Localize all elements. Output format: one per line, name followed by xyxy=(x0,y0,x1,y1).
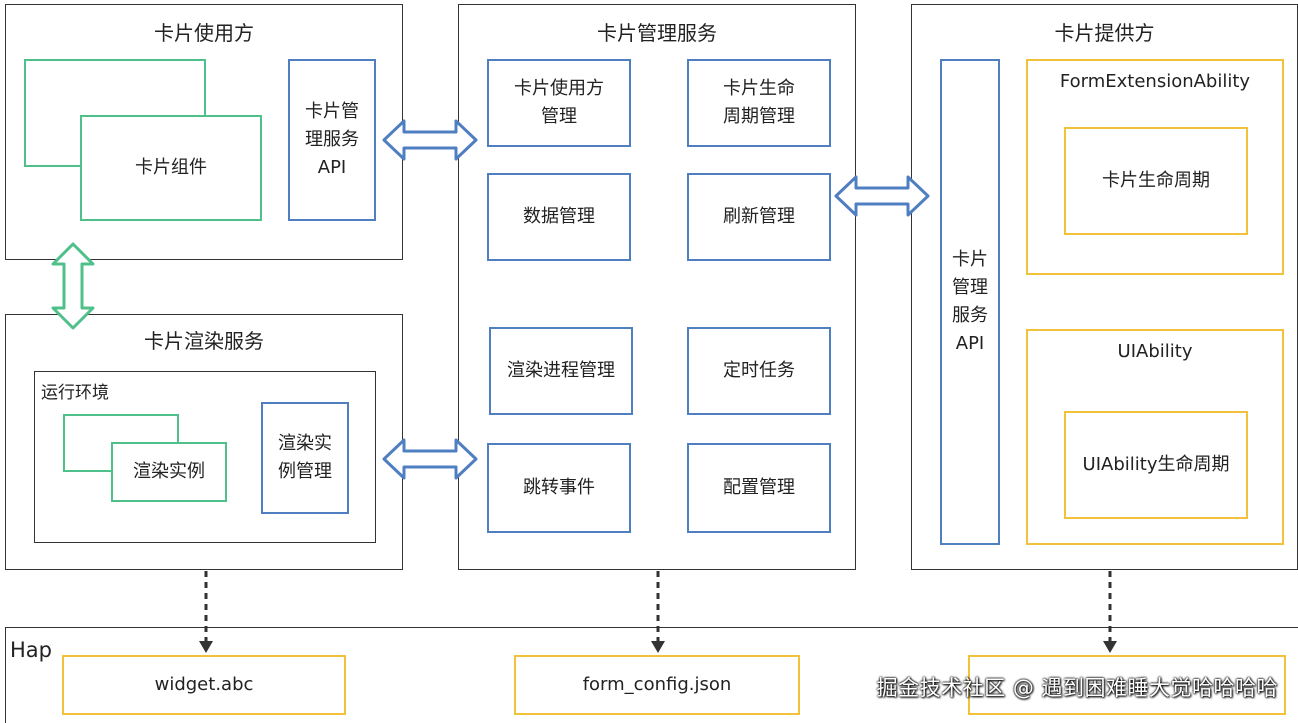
provider-file-box xyxy=(968,655,1286,715)
consumer-panel: 卡片使用方 卡片组件 卡片管 理服务 API xyxy=(5,4,403,260)
provider-api-box: 卡片 管理 服务 API xyxy=(940,59,1000,545)
dashed-arrow-icon xyxy=(1103,571,1117,653)
render-service-panel: 卡片渲染服务 运行环境 渲染实例 渲染实 例管理 xyxy=(5,314,403,570)
dashed-arrow-icon xyxy=(651,571,665,653)
refresh-mgmt-box: 刷新管理 xyxy=(687,173,831,261)
consumer-api-box: 卡片管 理服务 API xyxy=(288,59,376,221)
form-lifecycle-box: 卡片生命周期 xyxy=(1064,127,1248,235)
manager-title: 卡片管理服务 xyxy=(597,21,717,45)
double-arrow-icon xyxy=(382,438,478,480)
render-instance: 渲染实例 xyxy=(111,442,227,502)
dashed-arrow-icon xyxy=(199,571,213,653)
runtime-env-box: 运行环境 渲染实例 渲染实 例管理 xyxy=(34,371,376,543)
hap-panel: Hap xyxy=(5,627,1298,723)
render-process-mgmt-box: 渲染进程管理 xyxy=(489,327,633,415)
double-arrow-icon xyxy=(382,119,478,161)
double-arrow-icon xyxy=(834,175,930,217)
widget-abc-box: widget.abc xyxy=(62,655,346,715)
vertical-double-arrow-icon xyxy=(51,242,95,330)
config-mgmt-box: 配置管理 xyxy=(687,443,831,533)
lifecycle-mgmt-box: 卡片生命 周期管理 xyxy=(687,59,831,147)
form-config-box: form_config.json xyxy=(514,655,800,715)
data-mgmt-box: 数据管理 xyxy=(487,173,631,261)
hap-title: Hap xyxy=(10,638,52,662)
form-extension-box: FormExtensionAbility 卡片生命周期 xyxy=(1026,59,1284,275)
manager-panel: 卡片管理服务 卡片使用方 管理 卡片生命 周期管理 数据管理 刷新管理 渲染进程… xyxy=(458,4,856,570)
runtime-env-label: 运行环境 xyxy=(41,383,109,403)
consumer-title: 卡片使用方 xyxy=(154,21,254,45)
watermark: 掘金技术社区 @ 遇到困难睡大觉哈哈哈哈 xyxy=(876,676,1278,700)
card-component: 卡片组件 xyxy=(80,115,262,221)
consumer-mgmt-box: 卡片使用方 管理 xyxy=(487,59,631,147)
uiability-box: UIAbility UIAbility生命周期 xyxy=(1026,329,1284,545)
provider-panel: 卡片提供方 卡片 管理 服务 API FormExtensionAbility … xyxy=(911,4,1298,570)
uiability-title: UIAbility xyxy=(1117,341,1193,362)
form-extension-title: FormExtensionAbility xyxy=(1059,71,1251,92)
jump-event-box: 跳转事件 xyxy=(487,443,631,533)
provider-title: 卡片提供方 xyxy=(1054,21,1155,45)
render-service-title: 卡片渲染服务 xyxy=(144,329,264,353)
uiability-lifecycle-box: UIAbility生命周期 xyxy=(1064,411,1248,519)
timer-task-box: 定时任务 xyxy=(687,327,831,415)
render-instance-mgmt: 渲染实 例管理 xyxy=(261,402,349,514)
